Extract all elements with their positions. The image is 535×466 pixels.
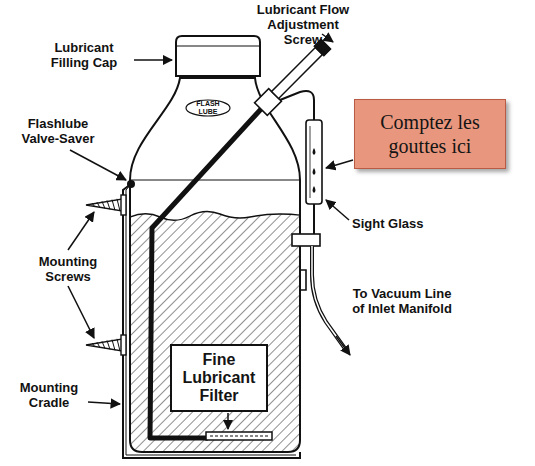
leader-line [68,212,94,250]
sight-glass [306,120,322,204]
mounting-cradle [123,184,300,458]
screw-head [121,195,126,215]
filter-mesh [210,436,268,437]
part-label: Lubricant Filling Cap [34,40,134,70]
vacuum-tube-bore [312,246,346,350]
screw-thread [107,201,110,210]
mounting-screw [86,199,122,211]
logo-oval [186,100,230,116]
mounting-cradle-inner [126,184,296,455]
leader-line [70,150,126,180]
drop [313,168,316,175]
node-text: Fine Lubricant Filter [178,351,260,405]
bottle-shoulder-line [130,180,300,181]
callout-box: Comptez les gouttes ici [354,99,506,169]
leader-line [227,413,229,429]
screw-head [121,335,126,355]
leader-lines [68,34,353,429]
outlet-bracket [292,234,320,246]
screw-thread [97,342,100,348]
screw-thread [112,200,115,211]
screw-thread [112,340,115,351]
drop [313,148,316,155]
leader-line [134,59,172,61]
part-label: To Vacuum Line of Inlet Manifold [352,286,452,316]
screw-thread [102,341,105,348]
node-text: Comptez les gouttes ici [361,110,499,158]
screw-thread [117,199,120,211]
part-label: Flashlube Valve-Saver [10,116,106,146]
logo-text: FLASH LUBE [188,100,228,116]
filling-cap [176,36,260,76]
filter-element [206,432,272,440]
cap-rim [176,46,260,47]
screw-thread [97,202,100,208]
valve-fitting [255,38,333,116]
vacuum-tube [312,246,346,350]
screw-thread [117,339,120,351]
leader-line [326,200,349,220]
mounting-screw [86,339,122,351]
leader-line [68,286,94,338]
liquid-hatch [128,211,305,460]
leader-line [326,160,353,168]
bottle-body [130,78,300,452]
lubricant-liquid [128,211,305,460]
leader-line [322,34,333,42]
leader-line [88,402,120,404]
flow-arrow [336,336,350,355]
part-label: Lubricant Flow Adjustment Screw [248,2,358,47]
part-label: Mounting Cradle [8,380,90,410]
cradle-clip [300,270,306,290]
screw-thread [107,341,110,350]
filter-box: Fine Lubricant Filter [170,344,268,412]
screw-thread [92,203,95,207]
drop [313,186,316,193]
part-label: Mounting Screws [28,254,108,284]
screw-thread [92,343,95,347]
liquid-surface [128,211,305,220]
feed-pipe [280,91,314,120]
sight-glass-inner [310,126,311,198]
screw-thread [102,201,105,208]
sight-glass-outlet [313,204,315,236]
adjustment-screw-shaft [272,48,323,99]
part-label: Sight Glass [352,216,452,231]
